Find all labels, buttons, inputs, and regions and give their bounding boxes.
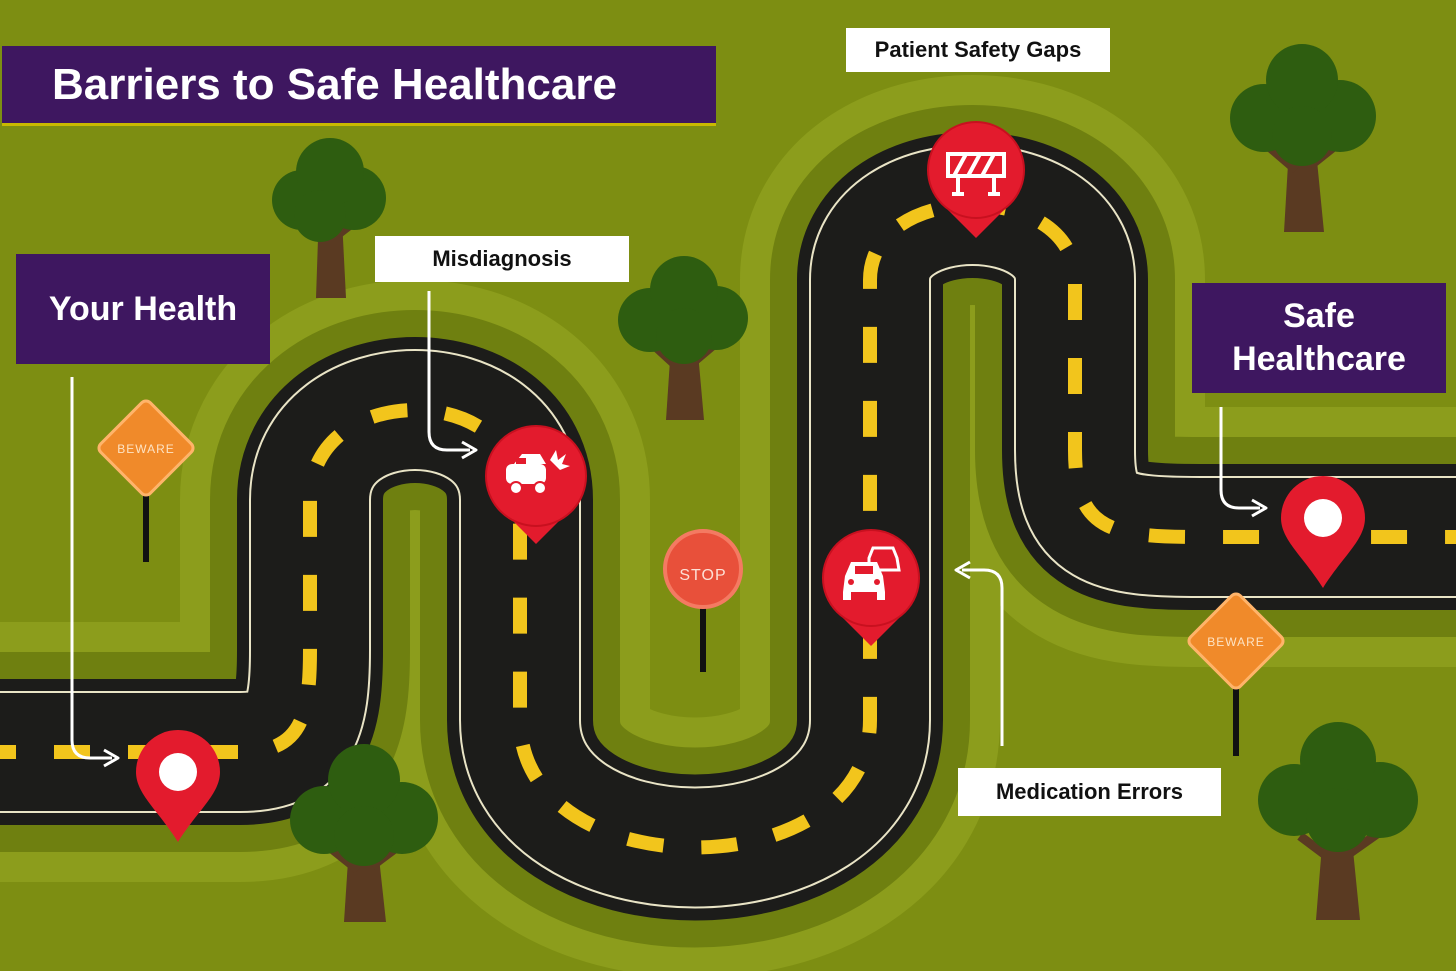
start-location-pin-icon: [136, 730, 220, 842]
medication-errors-callout-arrow: [954, 560, 1004, 746]
road-barrier-icon: [927, 121, 1025, 238]
misdiagnosis-label: Misdiagnosis: [432, 246, 572, 271]
end-label-line1: Safe: [1283, 297, 1355, 335]
stop-sign-text: STOP: [679, 567, 726, 584]
beware-sign-right-text: BEWARE: [1207, 635, 1265, 649]
page-title: Barriers to Safe Healthcare: [52, 59, 617, 109]
patient-safety-gaps-label: Patient Safety Gaps: [874, 37, 1082, 62]
end-callout-arrow: [1219, 407, 1268, 518]
car-traffic-icon: [822, 529, 920, 646]
misdiagnosis-callout: Misdiagnosis: [375, 236, 629, 282]
start-label-box: Your Health: [16, 254, 270, 364]
start-label: Your Health: [48, 289, 238, 328]
tree-icon: [272, 138, 386, 298]
beware-sign-left: BEWARE: [97, 399, 195, 562]
car-crash-icon: [485, 425, 587, 544]
beware-sign-left-text: BEWARE: [117, 442, 175, 456]
stop-sign: STOP: [663, 529, 743, 672]
end-label-line2: Healthcare: [1232, 340, 1406, 378]
patient-safety-gaps-callout: Patient Safety Gaps: [846, 28, 1110, 72]
tree-icon: [1258, 722, 1418, 920]
misdiagnosis-callout-arrow: [427, 291, 478, 460]
end-label-box: Safe Healthcare: [1192, 283, 1446, 393]
start-callout-arrow: [70, 377, 120, 768]
tree-icon: [618, 256, 748, 420]
end-location-pin-icon: [1281, 476, 1365, 588]
tree-icon: [290, 744, 438, 922]
beware-sign-right: BEWARE: [1187, 592, 1285, 756]
medication-errors-label: Medication Errors: [995, 779, 1184, 804]
medication-errors-callout: Medication Errors: [958, 768, 1221, 816]
title-banner: Barriers to Safe Healthcare: [2, 46, 716, 126]
tree-icon: [1230, 44, 1376, 232]
